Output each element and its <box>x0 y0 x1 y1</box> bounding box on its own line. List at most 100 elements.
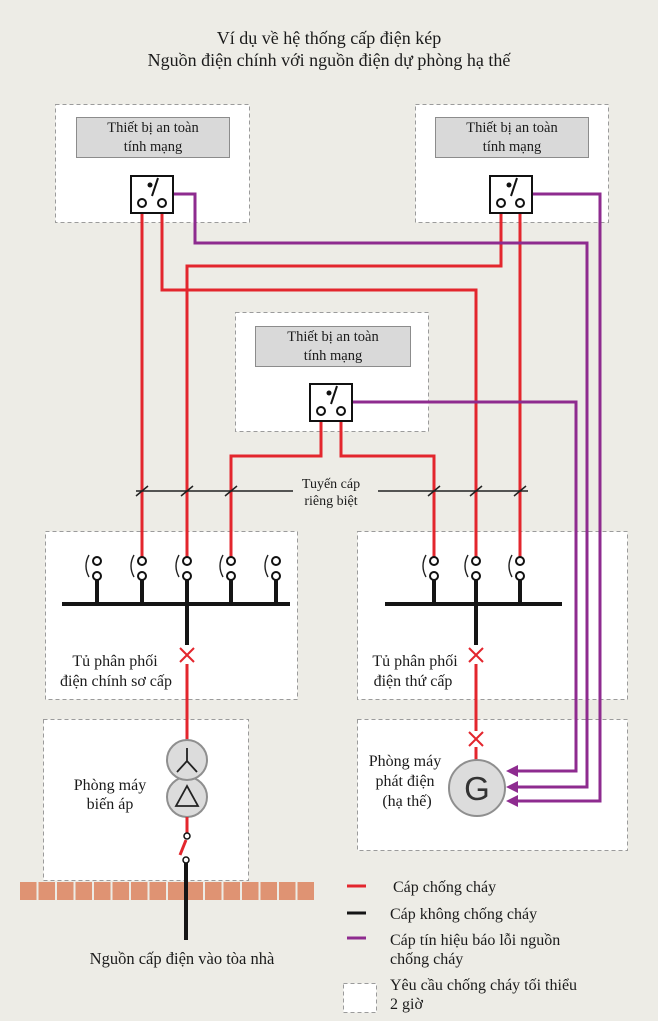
route-tick <box>180 485 194 497</box>
switch-icon <box>489 175 533 214</box>
route-tick <box>427 485 441 497</box>
main-board-terminal <box>219 554 236 604</box>
generator-letter: G <box>464 770 490 807</box>
terminal-bracket <box>175 554 180 578</box>
terminal-contact-bottom <box>429 571 439 581</box>
brick <box>186 882 203 900</box>
terminal-contact-bottom <box>515 571 525 581</box>
switch-terminal <box>157 198 167 208</box>
switch-pivot <box>326 390 332 396</box>
secondary-board-terminal <box>422 554 439 604</box>
switch-blade <box>330 385 338 405</box>
title-line-1: Ví dụ về hệ thống cấp điện kép <box>217 28 441 48</box>
route-tick <box>224 485 238 497</box>
switch-icon <box>309 383 353 422</box>
secondary-board-label-line-2: điện thứ cấp <box>374 673 453 690</box>
separate-route-label-line-2: riêng biệt <box>304 494 357 509</box>
terminal-contact-top <box>515 556 525 566</box>
signal-cable-3 <box>352 400 578 773</box>
terminal-contact-bottom <box>471 571 481 581</box>
terminal-bracket <box>264 554 269 578</box>
brick <box>38 882 55 900</box>
fire-rated-cable-2 <box>160 207 478 557</box>
terminal-bracket <box>85 554 90 578</box>
signal-cable-2 <box>517 192 602 803</box>
cross-mark-stroke <box>179 647 195 663</box>
brick <box>168 882 185 900</box>
route-tick <box>469 485 483 497</box>
brick <box>57 882 74 900</box>
device-2-label-line-1: Thiết bị an toàn <box>466 120 558 136</box>
transformer-room-label-line-2: biến áp <box>87 796 134 813</box>
switch-pivot <box>147 182 153 188</box>
terminal-contact-top <box>429 556 439 566</box>
fire-rated-cable-5 <box>229 415 323 557</box>
switch-icon <box>130 175 174 214</box>
incoming-supply-label: Nguồn cấp điện vào tòa nhà <box>90 949 275 968</box>
secondary-board-label-line-1: Tủ phân phối <box>372 653 458 670</box>
legend-non-fire-rated-label: Cáp không chống cháy <box>390 906 537 923</box>
signal-arrow-icon <box>506 781 518 793</box>
terminal-contact-top <box>226 556 236 566</box>
generator-icon: G <box>448 759 506 817</box>
delta-connection-icon <box>174 784 200 807</box>
terminal-contact-bottom <box>92 571 102 581</box>
building-wall <box>20 882 314 900</box>
switch-pivot <box>506 182 512 188</box>
generator-room-label-line-1: Phòng máy <box>369 753 441 770</box>
brick <box>223 882 240 900</box>
brick <box>20 882 37 900</box>
zone-transformer-room <box>43 719 249 881</box>
star-connection-icon <box>176 748 198 773</box>
cross-mark-icon <box>179 647 195 663</box>
route-tick <box>135 485 149 497</box>
switch-terminal <box>336 406 346 416</box>
device-1-label-line-1: Thiết bị an toàn <box>107 120 199 136</box>
terminal-contact-bottom <box>271 571 281 581</box>
device-1-label-box <box>76 117 230 158</box>
cross-mark-stroke <box>468 731 484 747</box>
switch-terminal <box>316 406 326 416</box>
terminal-contact-top <box>182 556 192 566</box>
signal-arrow-icon <box>506 795 518 807</box>
brick <box>279 882 296 900</box>
brick <box>94 882 111 900</box>
secondary-board-terminal <box>508 554 525 604</box>
incoming-switch-contact <box>183 832 191 840</box>
fire-rated-cable-3 <box>185 207 503 557</box>
brick <box>75 882 92 900</box>
brick <box>205 882 222 900</box>
switch-blade <box>151 177 159 197</box>
device-3-label-line-2: tính mạng <box>304 348 362 364</box>
route-tick <box>513 485 527 497</box>
terminal-contact-bottom <box>182 571 192 581</box>
device-2-label-box <box>435 117 589 158</box>
legend-zone-label-line-2: 2 giờ <box>390 996 423 1013</box>
terminal-bracket <box>130 554 135 578</box>
brick <box>242 882 259 900</box>
terminal-contact-bottom <box>137 571 147 581</box>
incoming-switch-contact <box>182 856 190 864</box>
generator-circle <box>448 759 506 817</box>
switch-terminal <box>515 198 525 208</box>
separate-route-label-line-1: Tuyến cáp <box>302 477 360 492</box>
terminal-contact-bottom <box>226 571 236 581</box>
title-line-2: Nguồn điện chính với nguồn điện dự phòng… <box>148 50 512 70</box>
terminal-bracket <box>464 554 469 578</box>
transformer-winding-lower <box>166 776 208 818</box>
cross-mark-icon <box>468 647 484 663</box>
signal-arrow-icon <box>506 765 518 777</box>
terminal-contact-top <box>92 556 102 566</box>
cross-mark-stroke <box>468 647 484 663</box>
main-board-terminal <box>264 554 281 604</box>
brick <box>131 882 148 900</box>
device-2-label-line-2: tính mạng <box>483 139 541 155</box>
brick <box>149 882 166 900</box>
legend-signal-label-line-2: chống cháy <box>390 951 463 968</box>
legend-zone-swatch <box>343 983 377 1013</box>
brick <box>260 882 277 900</box>
device-3-label-box <box>255 326 411 367</box>
terminal-contact-top <box>271 556 281 566</box>
secondary-board-terminal <box>464 554 481 604</box>
device-3-label-line-1: Thiết bị an toàn <box>287 329 379 345</box>
